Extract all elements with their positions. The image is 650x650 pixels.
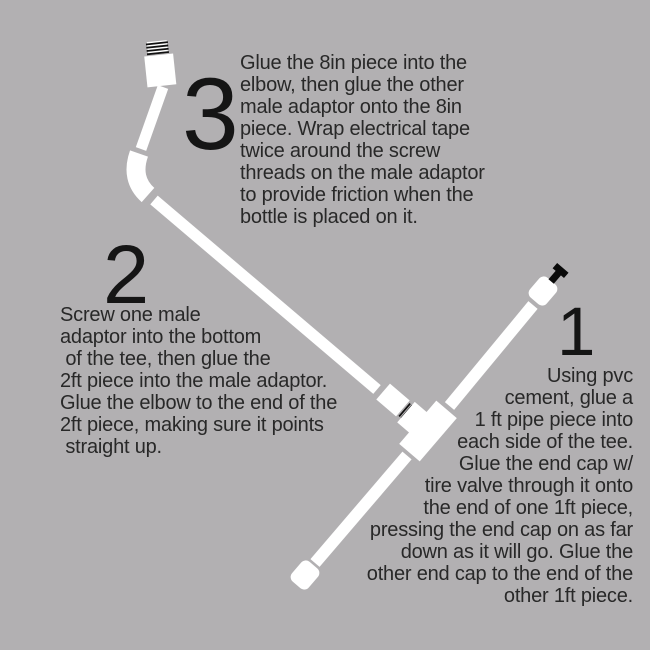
- pipe-1ft-lower-icon: [310, 451, 412, 567]
- step-1-line: Using pvc: [546, 365, 633, 387]
- step-3-line: male adaptor onto the 8in: [240, 96, 462, 118]
- step-1-line: Glue the end cap w/: [458, 453, 633, 475]
- step-1-number: 1: [557, 293, 595, 370]
- step-2-line: Glue the elbow to the end of the: [60, 392, 338, 414]
- end-cap-tire-valve-icon: [528, 262, 569, 306]
- pipe-8in-icon: [135, 85, 169, 151]
- step-1-line: pressing the end cap on as far: [369, 519, 633, 541]
- step-3-line: bottle is placed on it.: [240, 206, 418, 228]
- step-2-line: Screw one male: [60, 304, 201, 326]
- tee-fitting-icon: [397, 400, 457, 462]
- end-cap-icon: [290, 560, 320, 590]
- step-1-line: the end of one 1ft piece,: [423, 497, 633, 519]
- step-1-line: each side of the tee.: [457, 431, 633, 453]
- step-2-line: 2ft piece, making sure it points: [60, 414, 324, 436]
- step-3-number: 3: [182, 57, 239, 171]
- step-1-instructions: Using pvc cement, glue a 1 ft pipe piece…: [367, 365, 633, 607]
- step-3-instructions: Glue the 8in piece into the elbow, then …: [240, 52, 485, 228]
- step-2-instructions: Screw one male adaptor into the bottom o…: [60, 304, 337, 458]
- pipe-1ft-upper-icon: [444, 301, 538, 410]
- pipe-2ft-icon: [150, 195, 381, 394]
- step-2-line: straight up.: [60, 436, 162, 458]
- step-3-line: threads on the male adaptor: [240, 162, 485, 184]
- step-2-number: 2: [103, 228, 149, 321]
- step-1-line: down as it will go. Glue the: [400, 541, 634, 563]
- step-3-line: twice around the screw: [240, 140, 441, 162]
- step-3-line: to provide friction when the: [240, 184, 474, 206]
- step-3-line: elbow, then glue the other: [240, 74, 464, 96]
- step-2-line: 2ft piece into the male adaptor.: [60, 370, 328, 392]
- step-3-line: Glue the 8in piece into the: [240, 52, 467, 74]
- step-2-line: of the tee, then glue the: [60, 348, 271, 370]
- step-1-line: other 1ft piece.: [503, 585, 633, 607]
- step-1-line: other end cap to the end of the: [366, 563, 633, 585]
- male-adaptor-top-icon: [144, 40, 177, 88]
- step-1-line: 1 ft pipe piece into: [474, 409, 634, 431]
- step-2-line: adaptor into the bottom: [60, 326, 262, 348]
- elbow-icon: [126, 150, 155, 203]
- step-1-line: tire valve through it onto: [424, 475, 633, 497]
- step-1-line: cement, glue a: [504, 387, 634, 409]
- step-3-line: piece. Wrap electrical tape: [240, 118, 470, 140]
